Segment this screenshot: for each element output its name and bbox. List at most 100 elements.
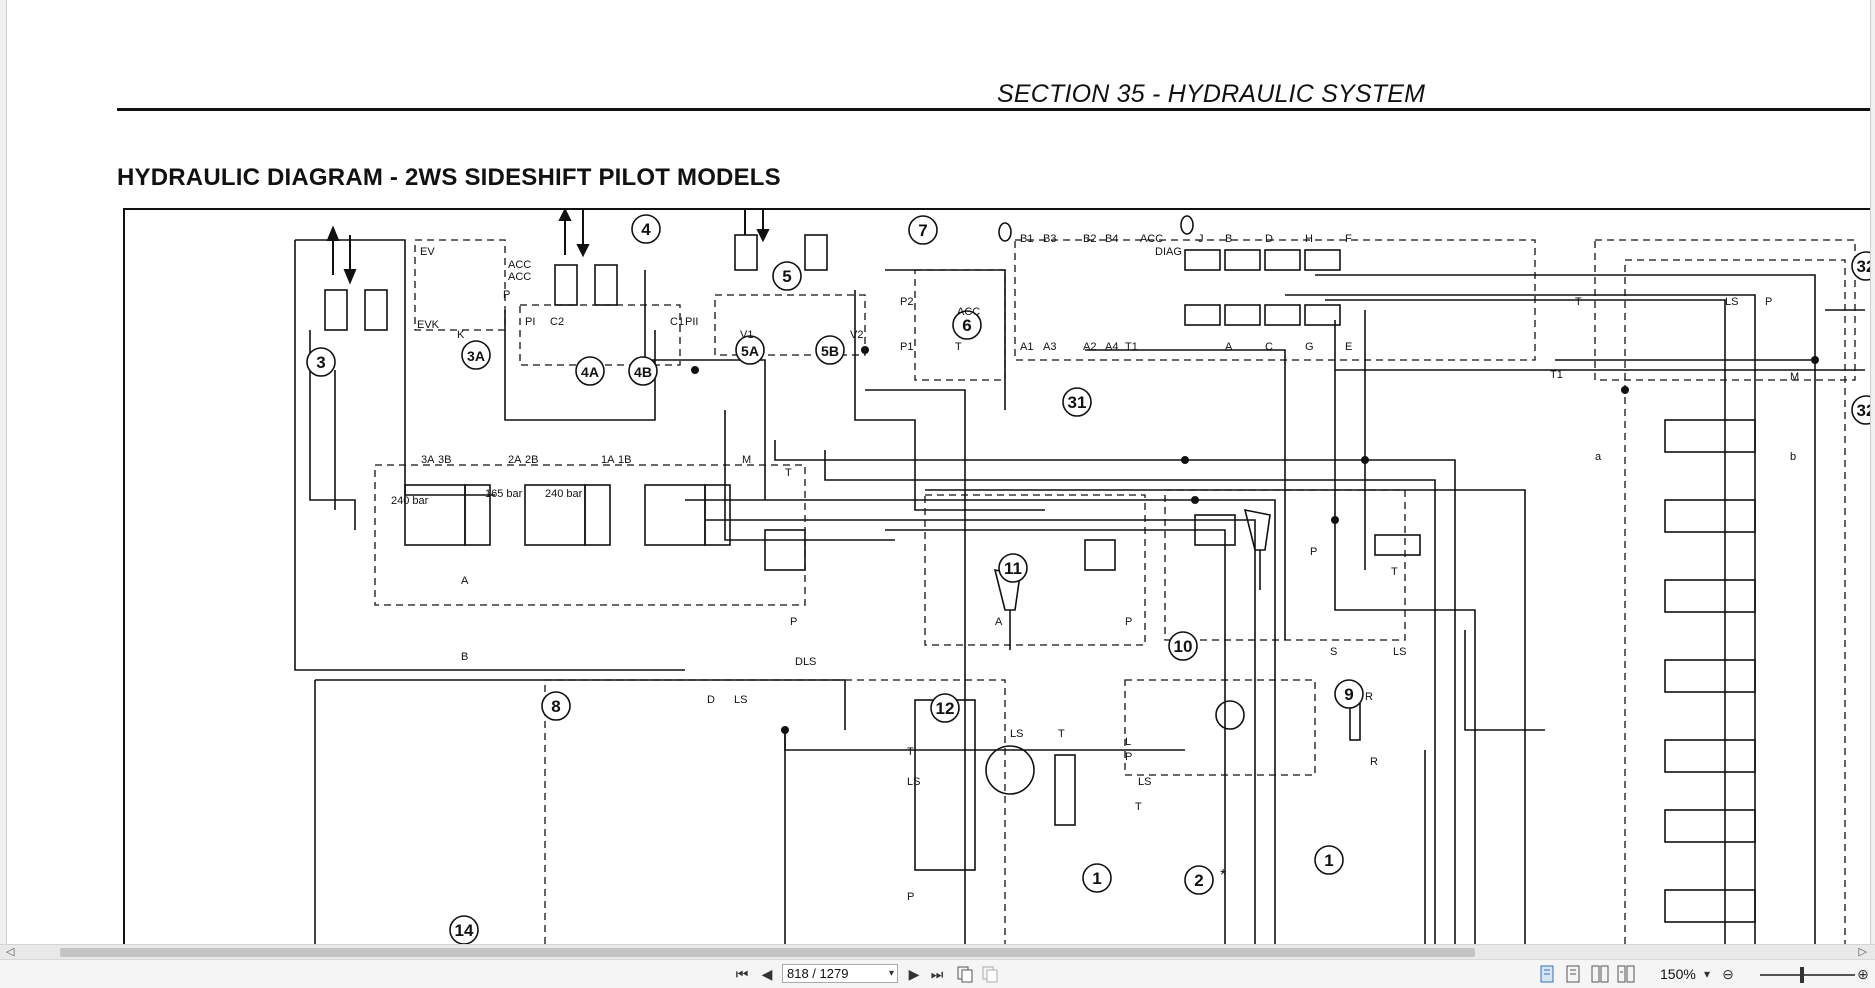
pressure-label: 240 bar	[391, 495, 429, 507]
valve-4-box	[519, 304, 681, 366]
port-label: LS	[1010, 728, 1023, 740]
scrollbar-thumb[interactable]	[60, 948, 1475, 957]
single-page-view-icon[interactable]	[1538, 964, 1556, 984]
prev-page-button[interactable]: ◀	[761, 966, 773, 982]
pressure-label: 165 bar	[485, 488, 523, 500]
port-label: P	[1125, 751, 1132, 763]
page-number-value: 818 / 1279	[787, 966, 849, 981]
port-label: H	[1305, 233, 1313, 245]
port-label: P	[1765, 296, 1772, 308]
two-page-view-icon[interactable]	[1590, 964, 1610, 984]
diagram-title: HYDRAULIC DIAGRAM - 2WS SIDESHIFT PILOT …	[117, 164, 781, 191]
pipe-line	[1325, 299, 1726, 944]
pipe-line	[294, 240, 685, 671]
scroll-left-icon[interactable]: ◁	[6, 946, 15, 958]
callout-9	[1334, 679, 1364, 709]
callout-label: 5B	[821, 343, 839, 359]
callout-32-top	[1851, 251, 1870, 281]
first-page-button[interactable]: ⏮	[735, 966, 749, 982]
cylinder	[554, 264, 578, 306]
accumulator	[998, 222, 1012, 242]
callout-31	[1062, 387, 1092, 417]
schematic-svg: 1 1 2 3 3A 4 4A 4B 5 5A 5B 6 7 8 9 10 11…	[294, 210, 1870, 944]
callout-label: 11	[1004, 559, 1022, 578]
last-page-button[interactable]: ⏭	[930, 966, 944, 982]
port-label: T1	[1550, 369, 1563, 381]
callout-label: 32	[1857, 257, 1870, 276]
pipe-line	[854, 290, 1045, 511]
zoom-dropdown-icon[interactable]: ▾	[1703, 967, 1711, 981]
pipe-line	[885, 269, 1006, 410]
port-label: T	[1058, 728, 1065, 740]
port-label: 3B	[438, 454, 451, 466]
port-label: LS	[907, 776, 920, 788]
port-label: PII	[685, 316, 698, 328]
pipe-line	[309, 330, 356, 530]
port-label: 3A	[421, 454, 435, 466]
document-page: SECTION 35 - HYDRAULIC SYSTEM HYDRAULIC …	[6, 0, 1871, 944]
continuous-view-icon[interactable]	[1564, 964, 1582, 984]
horizontal-scrollbar[interactable]: ◁ ▷	[0, 944, 1875, 960]
valve-block	[1304, 304, 1341, 326]
zoom-level[interactable]: 150%	[1660, 966, 1696, 982]
spool-valve	[1664, 659, 1756, 693]
page-number-input[interactable]: 818 / 1279 ▾	[782, 964, 898, 983]
arrow	[576, 244, 590, 258]
two-page-continuous-icon[interactable]	[1616, 964, 1636, 984]
port-label: L	[1125, 736, 1131, 748]
port-label: S	[1330, 646, 1337, 658]
callout-12	[930, 693, 960, 723]
port-label: LS	[1393, 646, 1406, 658]
callout-3	[306, 347, 336, 377]
callout-label: 3A	[467, 348, 485, 364]
valve-block	[1184, 304, 1221, 326]
next-page-button[interactable]: ▶	[908, 966, 920, 982]
port-label: T	[1135, 801, 1142, 813]
valve-block	[1194, 514, 1236, 546]
zoom-in-icon[interactable]: ⊕	[1857, 966, 1869, 982]
copy-disabled-icon[interactable]	[980, 964, 1000, 984]
valve-block	[1224, 249, 1261, 271]
callout-1-right	[1314, 845, 1344, 875]
callout-10	[1168, 631, 1198, 661]
port-label: EVK	[417, 319, 440, 331]
port-label: R	[1370, 756, 1378, 768]
callout-label: 31	[1068, 393, 1087, 412]
port-label: T1	[1125, 341, 1138, 353]
port-label: 1A	[601, 454, 615, 466]
callout-label: 9	[1344, 685, 1353, 704]
pipe-line	[315, 679, 846, 730]
zoom-out-icon[interactable]: ⊖	[1722, 966, 1734, 982]
port-label: A3	[1043, 341, 1056, 353]
valve-block	[1264, 304, 1301, 326]
port-label: ACC	[1140, 233, 1163, 245]
port-label: LS	[1138, 776, 1151, 788]
valve-8-box	[374, 464, 806, 606]
pipe-line	[1085, 349, 1286, 640]
port-label: PI	[525, 316, 535, 328]
callout-label: 4	[641, 220, 651, 239]
cylinder	[324, 289, 348, 331]
junction	[1811, 356, 1819, 364]
port-label: P	[1310, 546, 1317, 558]
port-label: A1	[1020, 341, 1033, 353]
scroll-right-icon[interactable]: ▷	[1858, 946, 1867, 958]
port-label: LS	[734, 694, 747, 706]
port-label: DIAG	[1155, 246, 1182, 258]
junction	[1621, 386, 1629, 394]
chevron-down-icon[interactable]: ▾	[888, 968, 894, 979]
port-label: M	[742, 454, 751, 466]
callout-4A	[575, 356, 605, 386]
valve-2-box	[1124, 679, 1316, 776]
copy-page-icon[interactable]	[955, 964, 975, 984]
pipe-line	[724, 410, 895, 541]
zoom-slider-track[interactable]	[1760, 974, 1855, 976]
port-label: ACC	[508, 271, 531, 283]
section-rule	[117, 108, 1870, 111]
zoom-slider-handle[interactable]	[1800, 967, 1804, 983]
callout-label: 5A	[741, 343, 759, 359]
port-label: A	[995, 616, 1003, 628]
pipe-line	[824, 450, 1436, 944]
port-label: V1	[740, 329, 753, 341]
valve-31-box	[1014, 239, 1536, 361]
